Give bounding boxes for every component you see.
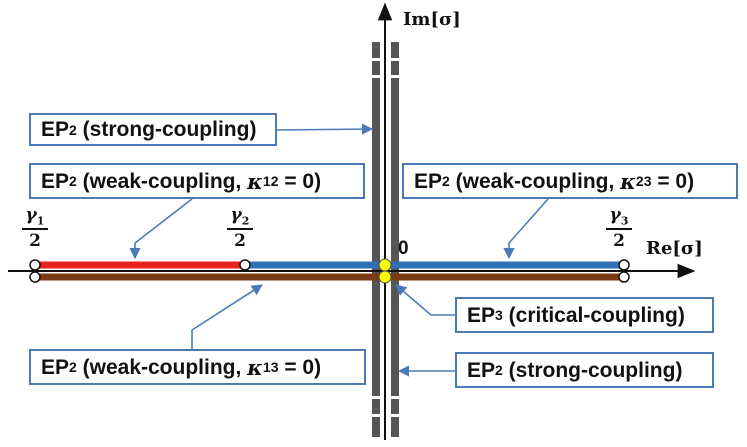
real-axis-label: Re[σ]	[646, 238, 703, 259]
gamma2-fraction: γ2 2	[225, 205, 255, 251]
gamma3-fraction: γ3 2	[604, 205, 634, 251]
ep3-point-bottom	[378, 270, 392, 284]
endpoint-gamma2	[239, 259, 251, 271]
strong-coupling-band	[372, 42, 399, 437]
callout-arrow-strong-top	[276, 123, 374, 135]
endpoint-gamma3-bottom	[618, 271, 630, 283]
origin-label: 0	[398, 238, 409, 259]
callout-arrow-weak-12	[129, 198, 193, 260]
gamma1-fraction: γ1 2	[20, 205, 50, 251]
endpoint-gamma1-top	[29, 259, 41, 271]
callout-arrow-ep3	[395, 284, 455, 316]
imag-axis-label: Im[σ]	[403, 9, 461, 30]
ep3-point-top	[378, 258, 392, 272]
endpoint-gamma1-bottom	[29, 271, 41, 283]
callout-arrow-weak-23	[503, 198, 549, 260]
callout-arrow-weak-13	[191, 284, 263, 349]
endpoint-gamma3-top	[618, 259, 630, 271]
